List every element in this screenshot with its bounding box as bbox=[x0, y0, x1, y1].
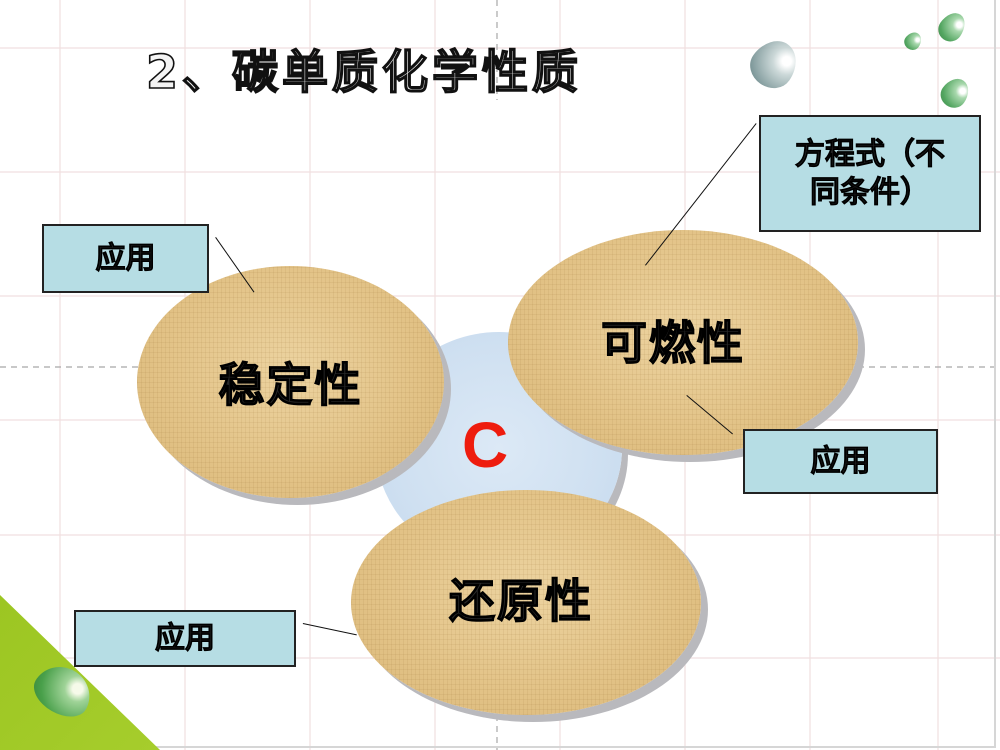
callout-text-line1: 方程式（不 bbox=[795, 137, 946, 173]
property-label: 稳定性 bbox=[218, 357, 363, 412]
callout-text-line2: 同条件） bbox=[810, 174, 931, 210]
callout-stability-application[interactable]: 应用 bbox=[42, 224, 209, 293]
callout-text: 应用 bbox=[810, 443, 871, 479]
carbon-symbol: C bbox=[462, 409, 509, 481]
callout-text: 应用 bbox=[95, 240, 156, 276]
property-label: 可燃性 bbox=[600, 315, 745, 370]
slide-frame-bottom bbox=[0, 746, 996, 748]
connector-line bbox=[302, 623, 357, 636]
water-drop-icon bbox=[901, 29, 925, 53]
callout-flammability-equation[interactable]: 方程式（不 同条件） bbox=[759, 115, 981, 232]
callout-reducibility-application[interactable]: 应用 bbox=[74, 610, 296, 667]
property-label: 还原性 bbox=[448, 573, 593, 628]
property-reducibility[interactable]: 还原性 bbox=[351, 490, 701, 715]
callout-text: 应用 bbox=[155, 620, 216, 656]
water-drop-icon bbox=[933, 7, 971, 47]
slide-frame-right bbox=[994, 0, 996, 748]
water-drop-icon bbox=[935, 73, 975, 113]
property-flammability[interactable]: 可燃性 bbox=[508, 230, 858, 455]
property-stability[interactable]: 稳定性 bbox=[137, 266, 444, 498]
water-drop-icon bbox=[742, 31, 806, 97]
callout-flammability-application[interactable]: 应用 bbox=[743, 429, 938, 494]
slide-title: 2、碳单质化学性质 bbox=[145, 44, 583, 100]
